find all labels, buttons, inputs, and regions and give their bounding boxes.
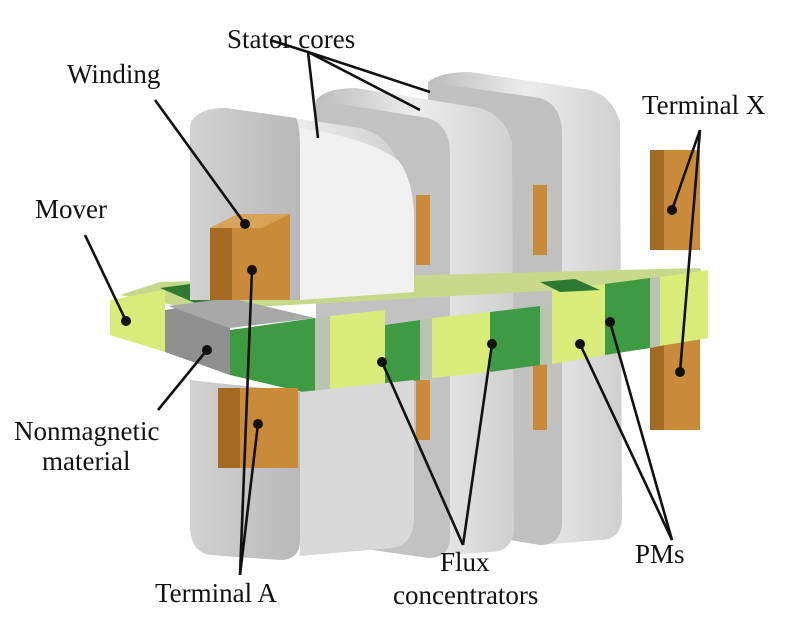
flux-concentrator-4	[650, 277, 660, 348]
flux-concentrator-2	[420, 318, 432, 380]
pm-yellow-3	[552, 284, 605, 364]
pm-yellow-1	[330, 310, 385, 395]
flux-concentrator-1	[315, 316, 330, 395]
winding-terminal-a	[210, 214, 298, 468]
label-stator-cores: Stator cores	[227, 24, 355, 54]
pm-yellow-left	[110, 290, 165, 352]
winding-middle	[416, 195, 430, 440]
label-winding: Winding	[67, 59, 160, 89]
flux-concentrator-3	[540, 305, 552, 365]
label-flux-line2: concentrators	[393, 580, 538, 610]
label-terminal-x: Terminal X	[642, 90, 766, 120]
label-mover: Mover	[35, 194, 107, 224]
labels: Stator cores Winding Terminal X Mover No…	[14, 24, 766, 610]
leader-lines	[83, 38, 702, 576]
pm-green-4	[605, 278, 650, 355]
label-nonmagnetic-line1: Nonmagnetic	[14, 416, 159, 446]
winding-back-inner	[533, 185, 547, 430]
label-nonmagnetic-line2: material	[42, 446, 130, 476]
pm-yellow-2	[432, 312, 490, 378]
label-pms: PMs	[635, 539, 685, 569]
pm-green-2	[385, 320, 420, 385]
label-terminal-a: Terminal A	[155, 578, 277, 608]
label-flux-line1: Flux	[440, 547, 490, 577]
pm-green-1	[230, 318, 315, 395]
pm-green-3	[490, 306, 540, 372]
